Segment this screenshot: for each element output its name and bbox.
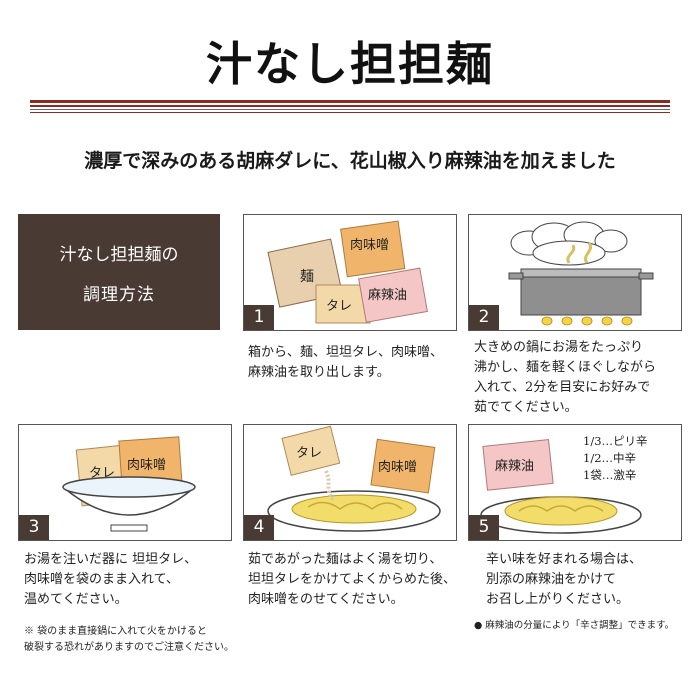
step1-panel: 麺 肉味噌 タレ 麻辣油 1 [243,214,457,331]
spice-level-list: 1/3…ピリ辛 1/2…中辛 1袋…激辛 [583,433,648,484]
subtitle: 濃厚で深みのある胡麻ダレに、花山椒入り麻辣油を加えました [84,150,616,172]
mala-packet-label: 麻辣油 [368,288,407,303]
step2-desc-line: 大きめの鍋にお湯をたっぷり [474,340,644,355]
noodles [291,494,417,524]
spice-level-item: 1/3…ピリ辛 [583,434,648,448]
step4-description: 茹であがった麺はよく湯を切り、 坦坦タレをかけてよくからめた後、 肉味噌をのせて… [248,550,473,610]
step2-desc-line: 茹でてください。 [474,400,578,415]
step3-desc-line: 温めてください。 [24,592,128,607]
howto-box: 汁なし担担麺の 調理方法 [18,214,220,330]
miso-packet-label: 肉味噌 [127,458,166,473]
noodle-packet-label: 麺 [300,269,314,285]
step1-number: 1 [244,305,274,330]
spice-level-item: 1袋…激辛 [583,468,637,482]
step1-illustration: 麺 肉味噌 タレ 麻辣油 [267,220,428,324]
title-rule [30,105,670,107]
caution-note-line: ※ 袋のまま直接鍋に入れて火をかけると [24,626,207,637]
step5-description: 辛い味を好まれる場合は、 別添の麻辣油をかけて お召し上がりください。 [486,550,691,610]
spice-adjust-note: ● 麻辣油の分量により「辛さ調整」できます。 [474,620,675,631]
howto-line2: 調理方法 [83,285,155,305]
step2-description: 大きめの鍋にお湯をたっぷり 沸かし、麺を軽くほぐしながら 入れて、2分を目安にお… [474,338,689,418]
step4-desc-line: 坦坦タレをかけてよくからめた後、 [248,572,457,587]
step1-description: 箱から、麺、坦坦タレ、肉味噌、 麻辣油を取り出します。 [248,343,463,383]
caution-note-line: 破裂する恐れがありますのでご注意ください。 [24,642,234,653]
sauce-packet [281,425,341,476]
step4-desc-line: 肉味噌をのせてください。 [248,592,404,607]
plate-illustration: 麻辣油 [480,439,642,534]
step3-desc-line: 肉味噌を袋のまま入れて、 [24,572,179,587]
step3-panel: タレ 肉味噌 3 [18,424,232,541]
miso-packet [340,220,406,278]
sauce-packet-label: タレ [326,299,352,314]
step3-number: 3 [19,515,49,540]
steam-cloud [510,221,628,266]
step5-desc-line: お召し上がりください。 [486,592,630,607]
step4-desc-line: 茹であがった麺はよく湯を切り、 [248,552,443,567]
title-rule [30,112,670,113]
step4-panel: タレ 肉味噌 4 [243,424,457,541]
title-rule [30,100,670,103]
page-title: 汁なし担担麺 [206,37,494,91]
miso-packet [370,438,436,494]
step5-panel: 麻辣油 1/3…ピリ辛 1/2…中辛 1袋…激辛 5 [468,424,682,541]
plate-illustration: タレ 肉味噌 [267,425,441,532]
step3-caution-note: ※ 袋のまま直接鍋に入れて火をかけると 破裂する恐れがありますのでご注意ください… [24,624,264,656]
step2-desc-line: 沸かし、麺を軽くほぐしながら [474,360,657,375]
howto-line1: 汁なし担担麺の [59,245,179,265]
spice-level-item: 1/2…中辛 [583,451,637,465]
step5-desc-line: 別添の麻辣油をかけて [486,572,617,587]
miso-packet-label: 肉味噌 [378,460,417,475]
title-rule [30,109,670,110]
step2-desc-line: 入れて、2分を目安にお好みで [474,380,651,395]
step3-description: お湯を注いだ器に 坦坦タレ、 肉味噌を袋のまま入れて、 温めてください。 [24,550,239,610]
step2-panel: 2 [468,214,682,331]
step1-desc-line: 箱から、麺、坦坦タレ、肉味噌、 [248,345,444,360]
noodles [504,496,618,526]
step5-number: 5 [469,515,499,540]
step4-number: 4 [244,515,274,540]
mala-packet [358,267,428,323]
step2-number: 2 [469,305,499,330]
pot-illustration [508,221,654,326]
mala-packet-label: 麻辣油 [495,459,534,474]
step1-desc-line: 麻辣油を取り出します。 [248,365,390,380]
step5-desc-line: 辛い味を好まれる場合は、 [486,552,643,567]
miso-packet-label: 肉味噌 [350,238,389,253]
sauce-packet-label: タレ [296,446,322,461]
bowl-illustration: タレ 肉味噌 [62,436,196,532]
step3-desc-line: お湯を注いだ器に 坦坦タレ、 [24,552,198,567]
flame-icon [541,316,633,326]
mala-packet [482,439,554,491]
